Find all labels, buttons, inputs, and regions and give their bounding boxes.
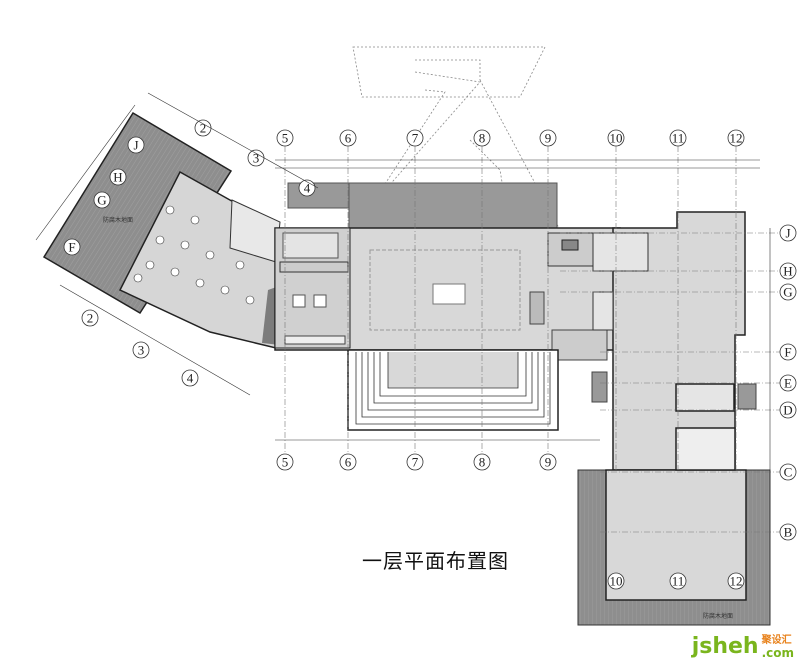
left-wing-column-bottom-2: 2: [87, 311, 94, 326]
left-wing-row-J-bubble: [127, 136, 145, 154]
grid-column-top-7: 7: [412, 131, 419, 146]
left-wing-column-bottom-2-bubble: [81, 309, 99, 327]
grid-row-E-bubble: [779, 374, 797, 392]
grid-row-F-bubble: [779, 343, 797, 361]
grid-column-bottom-9-bubble: [539, 453, 557, 471]
grid-column-top-5-bubble: [276, 129, 294, 147]
grid-row-G: G: [783, 285, 792, 300]
canopy-area: [287, 182, 558, 229]
left-wing: [42, 111, 286, 349]
grid-column-top-10-bubble: [607, 129, 625, 147]
grid-column-bottom-9: 9: [545, 455, 552, 470]
left-wing-column-bottom-3-bubble: [132, 341, 150, 359]
grid-column-inner-10-bubble: [607, 572, 625, 590]
grid-column-inner-12: 12: [730, 574, 743, 589]
grid-column-bottom-8-bubble: [473, 453, 491, 471]
grid-row-J-bubble: [779, 224, 797, 242]
logo-cn: 聚设汇: [761, 635, 792, 646]
logo-suffix: .com: [761, 646, 794, 660]
watermark-logo: jsheh 聚设汇 .com: [692, 634, 794, 660]
left-wing-row-H-bubble: [109, 168, 127, 186]
grid-column-top-9-bubble: [539, 129, 557, 147]
grid-column-bottom-5: 5: [282, 455, 289, 470]
grid-column-bottom-5-bubble: [276, 453, 294, 471]
grid-column-inner-11-bubble: [669, 572, 687, 590]
left-wing-column-bottom-4-bubble: [181, 369, 199, 387]
grid-column-bottom-8: 8: [479, 455, 486, 470]
left-wing-row-H: H: [113, 170, 122, 185]
grid-column-top-9: 9: [545, 131, 552, 146]
left-wing-column-top-2: 2: [200, 121, 207, 136]
right-wing: 防腐木地面: [577, 211, 771, 626]
left-wing-row-F: F: [68, 240, 75, 255]
grid-column-top-5: 5: [282, 131, 289, 146]
left-wing-column-bottom-3: 3: [138, 343, 145, 358]
main-hall: [274, 227, 621, 361]
grid-column-top-8-bubble: [473, 129, 491, 147]
grid-row-G-bubble: [779, 283, 797, 301]
grid-row-J: J: [785, 226, 790, 241]
grid-row-F: F: [784, 345, 791, 360]
grid-row-H: H: [783, 264, 792, 279]
deck-label: 防腐木地面: [103, 216, 133, 224]
grid-column-top-6: 6: [345, 131, 352, 146]
grid-row-C: C: [784, 465, 793, 480]
grid-row-B: B: [784, 525, 793, 540]
grid-row-C-bubble: [779, 463, 797, 481]
left-wing-row-F-bubble: [63, 238, 81, 256]
grid-row-B-bubble: [779, 523, 797, 541]
left-wing-row-J: J: [133, 138, 138, 153]
grid-column-bottom-6: 6: [345, 455, 352, 470]
grid-column-inner-12-bubble: [727, 572, 745, 590]
grid-column-top-8: 8: [479, 131, 486, 146]
stepped-terrace: [347, 349, 559, 431]
grid-column-inner-11: 11: [672, 574, 685, 589]
left-wing-row-G-bubble: [93, 191, 111, 209]
grid-column-top-11: 11: [672, 131, 685, 146]
logo-stack: 聚设汇 .com: [762, 635, 794, 659]
deck-label-right: 防腐木地面: [703, 612, 733, 620]
grid-column-bottom-7: 7: [412, 455, 419, 470]
logo-latin: jsheh: [691, 634, 759, 659]
grid-column-top-7-bubble: [406, 129, 424, 147]
left-wing-row-G: G: [97, 193, 106, 208]
grid-column-bottom-7-bubble: [406, 453, 424, 471]
grid-column-inner-10: 10: [610, 574, 623, 589]
left-wing-column-bottom-4: 4: [187, 371, 194, 386]
grid-column-top-11-bubble: [669, 129, 687, 147]
grid-column-top-10: 10: [610, 131, 623, 146]
left-wing-column-top-3: 3: [253, 151, 260, 166]
grid-row-H-bubble: [779, 262, 797, 280]
drawing-title: 一层平面布置图: [362, 549, 509, 573]
grid-row-E: E: [784, 376, 792, 391]
grid-row-D: D: [783, 403, 792, 418]
left-wing-column-top-4: 4: [304, 181, 311, 196]
grid-column-bottom-6-bubble: [339, 453, 357, 471]
grid-column-top-12-bubble: [727, 129, 745, 147]
grid-column-top-6-bubble: [339, 129, 357, 147]
grid-row-D-bubble: [779, 401, 797, 419]
grid-column-top-12: 12: [730, 131, 743, 146]
